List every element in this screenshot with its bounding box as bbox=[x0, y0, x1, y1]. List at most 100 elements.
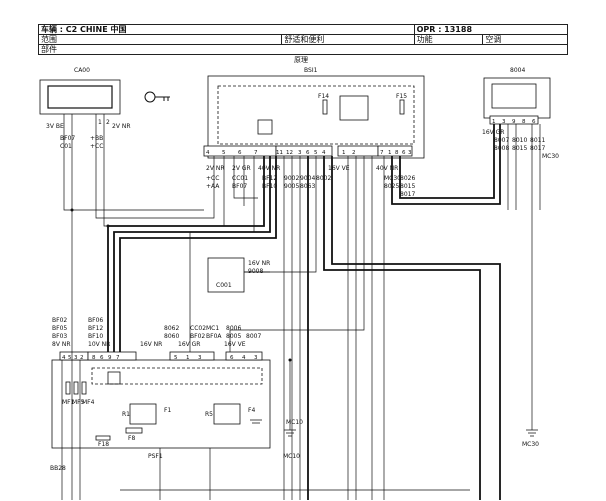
wire-label: 9004 bbox=[300, 175, 315, 182]
mc10-label: MC10 bbox=[283, 453, 300, 460]
psf-a-connector-label: 8V NR bbox=[52, 341, 71, 348]
bsi-d-connector-label: 16V VE bbox=[328, 165, 350, 172]
fuse-f4-label: F4 bbox=[248, 407, 255, 414]
pin-label: 1 bbox=[186, 355, 190, 361]
wire-label: 8060 bbox=[164, 333, 179, 340]
relay-r1-symbol bbox=[129, 403, 157, 425]
pin-label: 2 bbox=[352, 150, 356, 156]
psf1-label: PSF1 bbox=[148, 453, 163, 460]
wire-label: BF07 bbox=[232, 183, 247, 190]
pin-label: 7 bbox=[116, 355, 120, 361]
bsi1-relay bbox=[339, 95, 369, 121]
pin-label: 7 bbox=[380, 150, 384, 156]
fuse-f14-label: F14 bbox=[318, 93, 329, 100]
pin-label: 4 bbox=[242, 355, 246, 361]
ca00-box bbox=[39, 79, 121, 115]
wire-label: CC01 bbox=[232, 175, 248, 182]
wire-label: 8007 bbox=[246, 333, 261, 340]
pin-label: 3 bbox=[74, 355, 78, 361]
wire-label: 8015 bbox=[512, 145, 527, 152]
pin-label: 4 bbox=[62, 355, 66, 361]
pin-label: 6 bbox=[532, 119, 536, 125]
title-block: 车辆 : C2 CHINE 中国 OPR : 13188 范围 舒适和便利 功能… bbox=[37, 24, 569, 55]
wire-label: BF10 bbox=[262, 183, 277, 190]
wire-label: C01 bbox=[60, 143, 72, 150]
wire-label: BB28 bbox=[50, 465, 66, 472]
pin-label: 5 bbox=[314, 150, 318, 156]
wire-label: 8007 bbox=[494, 137, 509, 144]
wire-label: 8062 bbox=[164, 325, 179, 332]
relay-r5-symbol bbox=[213, 403, 241, 425]
ground-mc10-symbol bbox=[284, 429, 296, 437]
fuse-f14-symbol bbox=[322, 99, 328, 115]
wire-label: BF02 bbox=[190, 333, 205, 340]
pin-label: 11 bbox=[276, 150, 283, 156]
ca00-switch-body bbox=[47, 85, 113, 109]
pin-label: 3 bbox=[408, 150, 412, 156]
pin-label: 6 bbox=[230, 355, 234, 361]
fuse-mf5-symbol bbox=[73, 381, 79, 395]
wire-label: BF06 bbox=[88, 317, 103, 324]
wire-label: 8002 bbox=[316, 175, 331, 182]
fuse-mf1-symbol bbox=[65, 381, 71, 395]
psf-c-connector-label: 16V NR bbox=[140, 341, 162, 348]
wire-label: +BB bbox=[90, 135, 103, 142]
bsi-b-connector-label: 2V GR bbox=[232, 165, 251, 172]
wire-label: BF10 bbox=[88, 333, 103, 340]
ca00-right-connector-label: 2V NR bbox=[112, 123, 131, 130]
ground-mc30-symbol bbox=[526, 429, 538, 437]
fuse-f15-symbol bbox=[399, 99, 405, 115]
wire-label: 9005 bbox=[284, 183, 299, 190]
pin-label: 6 bbox=[402, 150, 406, 156]
c001-box bbox=[207, 257, 245, 293]
wire-label: +CC bbox=[90, 143, 103, 150]
key-icon bbox=[144, 91, 170, 103]
bsi-e-connector-label: 40V NR bbox=[376, 165, 398, 172]
fuse-mf1-label: MF1 bbox=[62, 399, 75, 406]
wire-label: 8025 bbox=[384, 183, 399, 190]
pin-label: 9 bbox=[108, 355, 112, 361]
8004-panel bbox=[491, 83, 537, 109]
bsi1-module-icon bbox=[257, 119, 273, 135]
fuse-f18-label: F18 bbox=[98, 441, 109, 448]
bsi-right-connector bbox=[377, 145, 413, 157]
pin-label: 1 bbox=[388, 150, 392, 156]
wire-label: 8008 bbox=[494, 145, 509, 152]
mc30-label: MC30 bbox=[522, 441, 539, 448]
wire-label: BF12 bbox=[88, 325, 103, 332]
wire-label: 9008 bbox=[248, 268, 263, 275]
pin-label: 6 bbox=[100, 355, 104, 361]
pin-label: 6 bbox=[238, 150, 242, 156]
wire-label: MC10 bbox=[286, 419, 303, 426]
psf-e-connector-label: 16V VE bbox=[224, 341, 246, 348]
pin-label: 8 bbox=[522, 119, 526, 125]
fuse-mf4-symbol bbox=[81, 381, 87, 395]
bsi-mid-connector bbox=[275, 145, 333, 157]
wire-label: 8017 bbox=[400, 191, 415, 198]
psf-b-connector-label: 10V NR bbox=[88, 341, 110, 348]
ground-f4-symbol bbox=[250, 419, 262, 424]
wire-label: +AA bbox=[206, 183, 220, 190]
heavy-wires bbox=[107, 124, 501, 500]
pin-label: 4 bbox=[322, 150, 326, 156]
junction-dots bbox=[70, 208, 292, 362]
component-outlines bbox=[39, 75, 551, 449]
wire-label: 8026 bbox=[400, 175, 415, 182]
fuse-mf4-label: MF4 bbox=[82, 399, 95, 406]
psf1-module-icon bbox=[107, 371, 121, 385]
ground-symbols bbox=[250, 419, 538, 437]
pin-label: 7 bbox=[254, 150, 258, 156]
pin-label: 1 bbox=[98, 119, 102, 126]
wire-label: 8017 bbox=[530, 145, 545, 152]
psf-mid-connector bbox=[87, 351, 137, 361]
relay-r1-label: R1 bbox=[122, 411, 130, 418]
ca00-label: CA00 bbox=[74, 67, 90, 74]
diagram-labels: 原理 CA00 BSI1 8004 C001 PSF1 MC10 MC30 F1… bbox=[46, 56, 559, 472]
fuse-f15-label: F15 bbox=[396, 93, 407, 100]
wire-label: 9002 bbox=[284, 175, 299, 182]
pin-label: 8 bbox=[395, 150, 399, 156]
8004-connector-label: 16V GR bbox=[482, 129, 504, 136]
wire-label: CC02 bbox=[190, 325, 206, 332]
thin-wires bbox=[61, 114, 541, 500]
